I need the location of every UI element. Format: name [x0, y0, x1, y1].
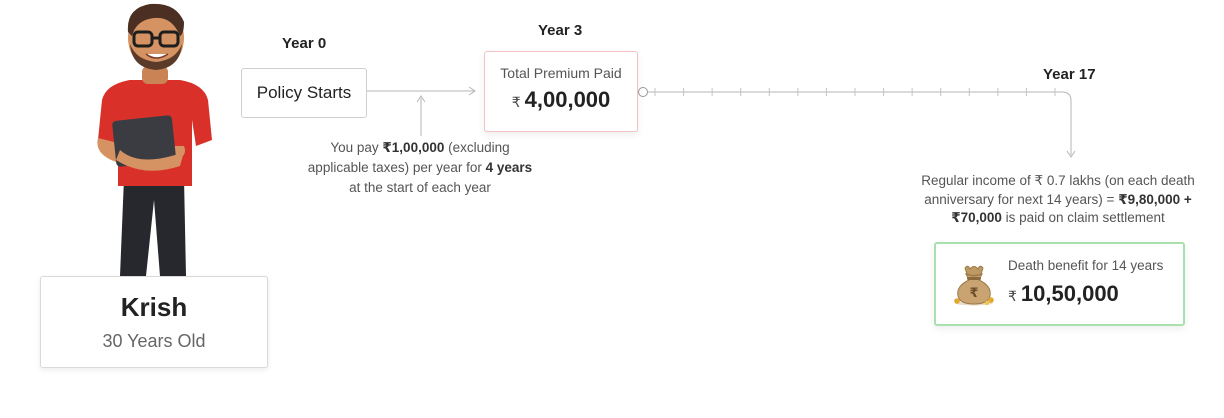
tablet-icon — [112, 115, 176, 167]
income-note: Regular income of ₹ 0.7 lakhs (on each d… — [908, 172, 1208, 228]
character-illustration — [97, 3, 212, 276]
payment-note: You pay ₹1,00,000 (excluding applicable … — [305, 138, 535, 198]
connector-line-3 — [1061, 91, 1072, 155]
year-3-label: Year 3 — [538, 22, 583, 39]
payment-amount: ₹1,00,000 — [382, 140, 445, 155]
premium-amount-row: ₹4,00,000 — [485, 87, 637, 113]
payment-note-text: at the start of each year — [349, 180, 491, 195]
person-card: Krish 30 Years Old — [40, 276, 268, 368]
premium-box: Total Premium Paid ₹4,00,000 — [484, 51, 638, 132]
year-17-label: Year 17 — [1043, 66, 1096, 83]
premium-title: Total Premium Paid — [500, 65, 622, 81]
arrow-head-up — [416, 95, 426, 103]
character-hair — [127, 3, 184, 37]
year-0-label: Year 0 — [282, 35, 327, 52]
person-name: Krish — [120, 292, 188, 322]
money-bag-icon: ₹ — [954, 265, 994, 306]
arrow-head-down — [1066, 150, 1076, 158]
benefit-amount: 10,50,000 — [1020, 281, 1119, 306]
benefit-amount-row: ₹10,50,000 — [1008, 281, 1119, 307]
character-legs — [120, 178, 186, 276]
payment-note-text: You pay — [330, 140, 383, 155]
policy-starts-box: Policy Starts — [241, 68, 367, 118]
arrow-head-right — [468, 86, 476, 96]
svg-text:₹: ₹ — [969, 286, 978, 301]
income-total: ₹9,80,000 + ₹70,000 — [951, 191, 1192, 226]
payment-note-text: (excluding applicable taxes) per year fo… — [307, 140, 510, 175]
payment-term: 4 years — [485, 160, 533, 175]
timeline-start-dot — [638, 87, 648, 97]
rupee-symbol: ₹ — [1008, 288, 1017, 304]
premium-amount: 4,00,000 — [524, 87, 611, 112]
benefit-title: Death benefit for 14 years — [1008, 258, 1164, 273]
income-note-text: Regular income of ₹ 0.7 lakhs (on each d… — [921, 173, 1195, 207]
income-note-text: is paid on claim settlement — [1001, 210, 1165, 225]
timeline-ticks — [654, 88, 1056, 96]
person-age: 30 Years Old — [102, 331, 206, 351]
rupee-symbol: ₹ — [511, 94, 521, 110]
death-benefit-box: ₹ Death benefit for 14 years ₹10,50,000 — [934, 242, 1185, 326]
